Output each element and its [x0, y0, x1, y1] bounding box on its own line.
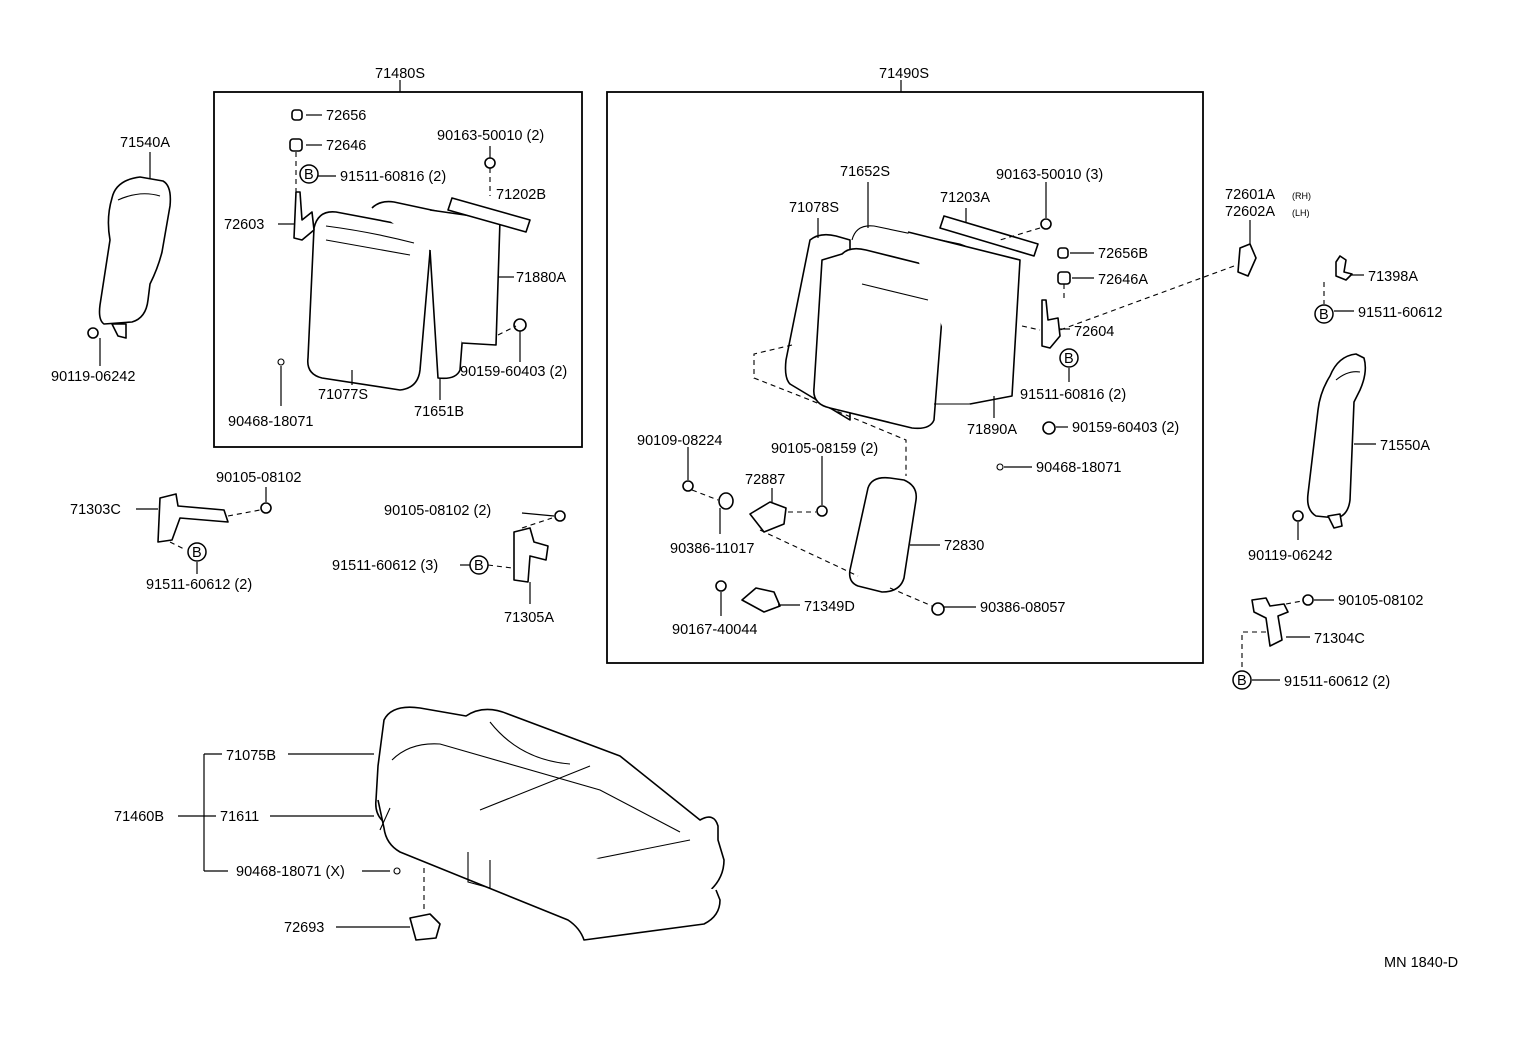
label-90105-a: 90105-08102 [216, 470, 301, 486]
label-90119-right: 90119-06242 [1248, 548, 1332, 564]
label-71460b: 71460B [114, 809, 164, 825]
label-72601a-rh: (RH) [1292, 191, 1311, 201]
label-90109: 90109-08224 [637, 433, 722, 449]
label-90468-box1: 90468-18071 [228, 414, 313, 430]
label-72887: 72887 [745, 472, 785, 488]
bracket-71304c: 90105-08102 71304C B 91511-60612 (2) [1232, 593, 1423, 690]
seat-cushion-71460b: 71075B 71611 71460B 90468-18071 (X) 7269… [114, 706, 725, 941]
label-72602a-lh: (LH) [1292, 208, 1310, 218]
label-71398a: 71398A [1368, 269, 1418, 285]
label-90163-left: 90163-50010 (2) [437, 128, 544, 144]
label-71077s: 71077S [318, 387, 368, 403]
label-71202b: 71202B [496, 187, 546, 203]
label-90119-left: 90119-06242 [51, 369, 135, 385]
label-90159-left: 90159-60403 (2) [460, 364, 567, 380]
assembly-box-71490s: 71490S [606, 66, 1204, 664]
label-90468-x: 90468-18071 (X) [236, 864, 345, 880]
label-72656b: 72656B [1098, 246, 1148, 262]
label-91511-60612-r2: 91511-60612 (2) [1284, 674, 1390, 690]
label-71652s: 71652S [840, 164, 890, 180]
bracket-71303c: 71303C 90105-08102 B 91511-60612 (2) [70, 470, 301, 593]
marker-b: B [474, 558, 484, 574]
label-72646a: 72646A [1098, 272, 1148, 288]
label-91511-60612-a: 91511-60612 (2) [146, 577, 252, 593]
marker-b: B [304, 167, 314, 183]
label-71075b: 71075B [226, 748, 276, 764]
cover-71398a: 71398A B 91511-60612 [1314, 255, 1442, 324]
hinge-72601a-72602a: 72601A (RH) 72602A (LH) [1059, 187, 1311, 331]
seatback-71077s: 71077S 71651B [306, 200, 501, 420]
bracket-71305a: 90105-08102 (2) B 91511-60612 (3) 71305A [332, 503, 566, 626]
label-71540a: 71540A [120, 135, 170, 151]
side-trim-71550a: 71550A 90119-06242 [1248, 353, 1430, 564]
marker-b: B [1064, 351, 1074, 367]
label-72604: 72604 [1074, 324, 1114, 340]
label-71303c: 71303C [70, 502, 121, 518]
label-90105-08159: 90105-08159 (2) [771, 441, 878, 457]
label-90167: 90167-40044 [672, 622, 757, 638]
marker-b: B [1237, 673, 1247, 689]
label-90468-box2: 90468-18071 [1036, 460, 1121, 476]
label-91511-60612-r1: 91511-60612 [1358, 305, 1442, 321]
label-72602a: 72602A [1225, 204, 1275, 220]
label-71480s: 71480S [375, 66, 425, 82]
label-72830: 72830 [944, 538, 984, 554]
label-71490s: 71490S [879, 66, 929, 82]
label-72646: 72646 [326, 138, 366, 154]
label-71890a: 71890A [967, 422, 1017, 438]
label-90159-right: 90159-60403 (2) [1072, 420, 1179, 436]
label-91511-60816-right: 91511-60816 (2) [1020, 387, 1126, 403]
label-72601a: 72601A [1225, 187, 1275, 203]
label-90386-08057: 90386-08057 [980, 600, 1065, 616]
label-71203a: 71203A [940, 190, 990, 206]
label-71880a: 71880A [516, 270, 566, 286]
marker-b: B [192, 545, 202, 561]
armrest-72830: 72830 90386-08057 [848, 476, 1065, 616]
label-72656: 72656 [326, 108, 366, 124]
hinge-parts: 90109-08224 90386-11017 72887 90105-0815… [637, 433, 878, 638]
label-90105-b: 90105-08102 (2) [384, 503, 491, 519]
label-71304c: 71304C [1314, 631, 1365, 647]
label-90386-11017: 90386-11017 [670, 541, 754, 557]
label-71651b: 71651B [414, 404, 464, 420]
label-71550a: 71550A [1380, 438, 1430, 454]
label-90105-right: 90105-08102 [1338, 593, 1423, 609]
marker-b: B [1319, 307, 1329, 323]
assembly-box-71480s: 71480S [213, 66, 583, 448]
label-71305a: 71305A [504, 610, 554, 626]
label-71611: 71611 [220, 809, 259, 825]
seatback-assembly-71490s: 71652S 71078S 71203A 90163-50010 (3) 726… [753, 164, 1179, 476]
label-91511-60612-3: 91511-60612 (3) [332, 558, 438, 574]
label-71078s: 71078S [789, 200, 839, 216]
label-72693: 72693 [284, 920, 324, 936]
label-71349d: 71349D [804, 599, 855, 615]
parts-box1-top: 72656 72646 B 91511-60816 (2) 72603 9016… [224, 108, 567, 430]
diagram-code: MN 1840-D [1384, 955, 1458, 971]
label-91511-60816-left: 91511-60816 (2) [340, 169, 446, 185]
side-trim-71540a: 71540A 90119-06242 [51, 135, 172, 385]
label-72603: 72603 [224, 217, 264, 233]
label-90163-right: 90163-50010 (3) [996, 167, 1103, 183]
